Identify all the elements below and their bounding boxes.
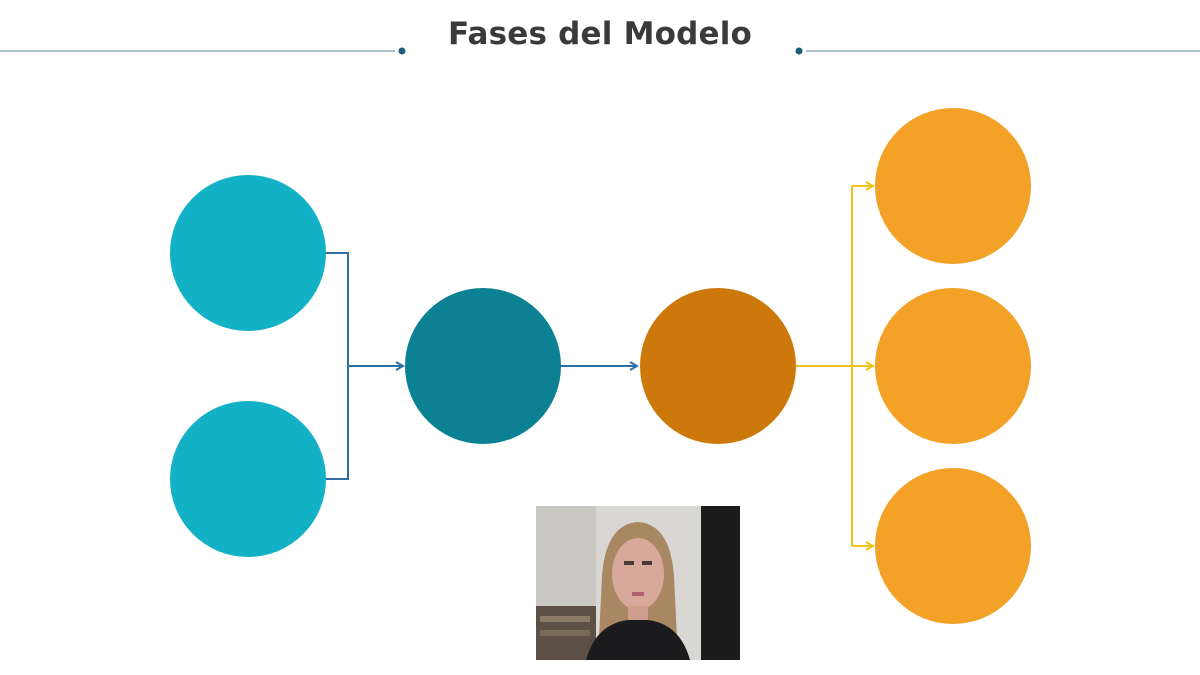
phase-circle-1a <box>170 175 326 331</box>
slide-title: Fases del Modelo <box>447 16 753 52</box>
phase-circle-4c <box>875 468 1031 624</box>
webcam-video-frame <box>536 506 740 660</box>
header-rule-left-dot <box>398 47 406 55</box>
phase-circle-3 <box>640 288 796 444</box>
connector-left-bracket <box>325 252 349 480</box>
webcam-overlay <box>536 506 740 660</box>
phase-circle-2 <box>405 288 561 444</box>
phase-circle-4a <box>875 108 1031 264</box>
header-rule-right-dot <box>795 47 803 55</box>
phase-circle-4b <box>875 288 1031 444</box>
phase-circle-1b <box>170 401 326 557</box>
